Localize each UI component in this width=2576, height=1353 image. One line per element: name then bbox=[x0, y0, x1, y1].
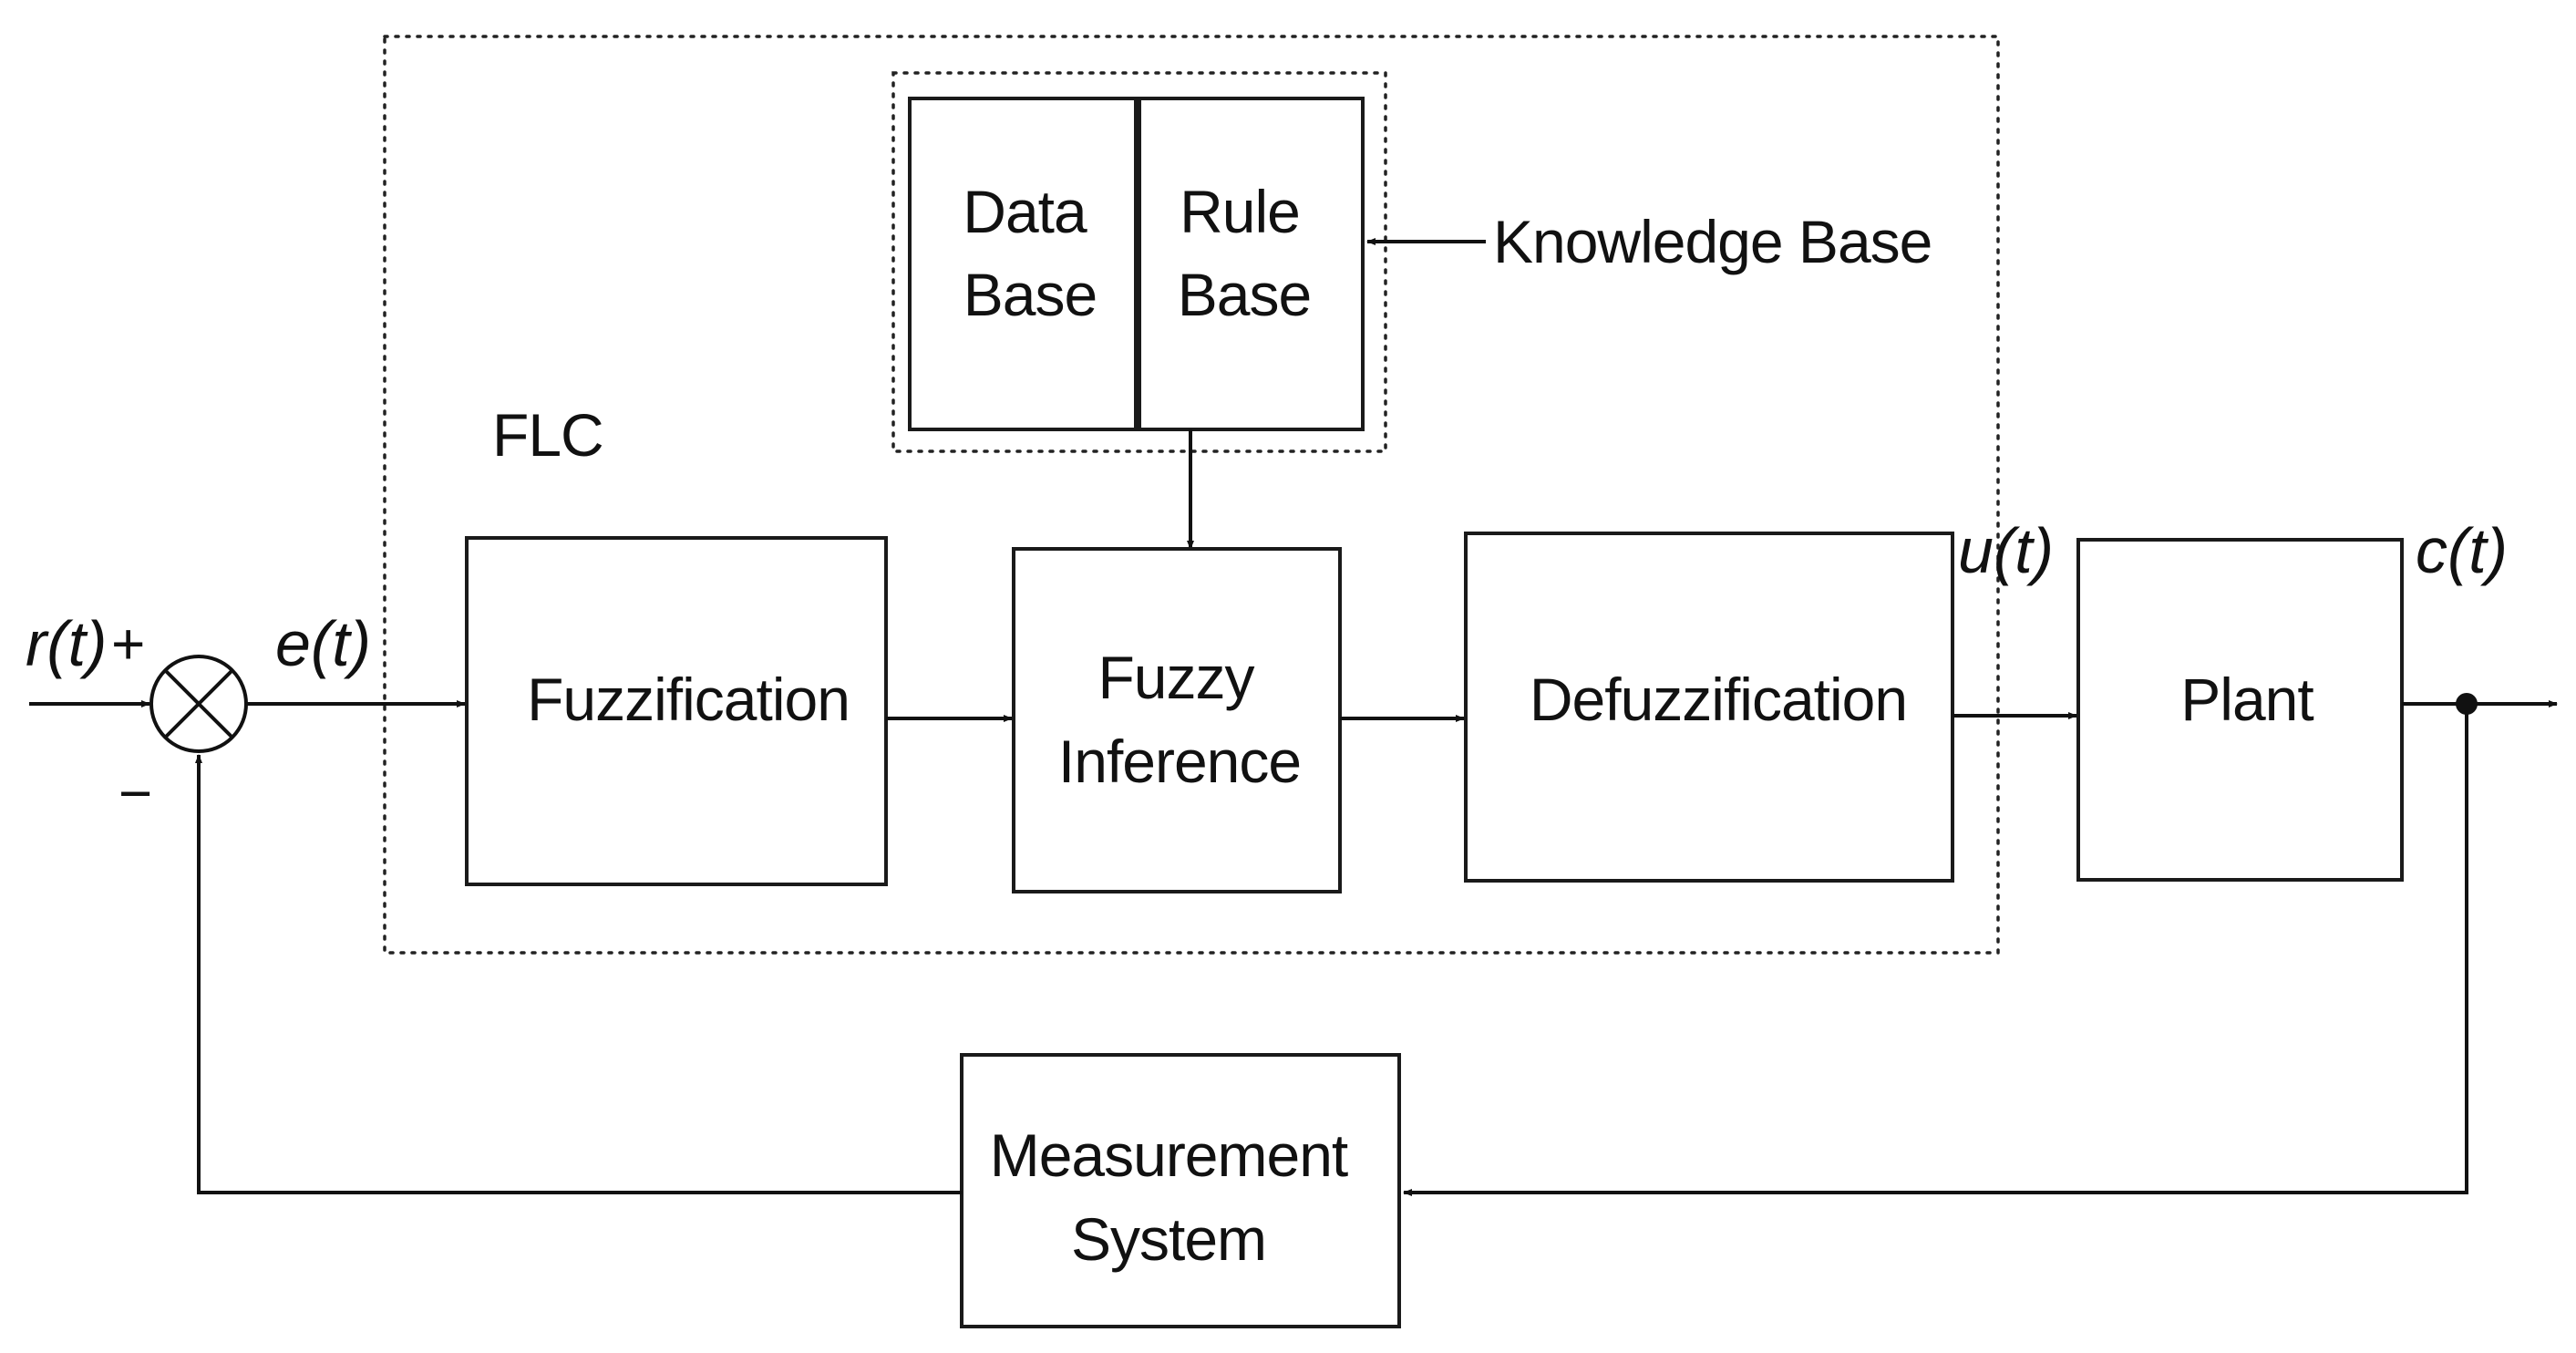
knowledge-base-boundary bbox=[891, 71, 1387, 453]
knowledge-base-label: Knowledge Base bbox=[1493, 208, 1932, 275]
rule-base-label-line1: Rule bbox=[1180, 178, 1300, 245]
control-signal-label: u(t) bbox=[1958, 515, 2054, 586]
data-base-label-line1: Data bbox=[963, 178, 1087, 245]
flc-boundary bbox=[383, 35, 2000, 955]
measurement-system-label-line1: Measurement bbox=[990, 1121, 1348, 1189]
fuzzy-inference-block: Fuzzy Inference bbox=[1012, 547, 1342, 893]
summing-plus-sign: + bbox=[111, 611, 145, 676]
fuzzification-block: Fuzzification bbox=[465, 536, 888, 886]
defuzzification-label: Defuzzification bbox=[1530, 666, 1907, 733]
plant-block: Plant bbox=[2076, 538, 2404, 882]
fuzzy-inference-label-line1: Fuzzy bbox=[1097, 644, 1254, 711]
error-signal-label: e(t) bbox=[275, 608, 371, 679]
flc-label: FLC bbox=[492, 401, 603, 469]
rule-base-block: Rule Base bbox=[1138, 97, 1365, 431]
reference-signal-label: r(t) bbox=[26, 608, 107, 679]
fuzzification-label: Fuzzification bbox=[527, 666, 850, 733]
rule-base-label-line2: Base bbox=[1178, 261, 1311, 328]
summing-minus-sign: − bbox=[118, 760, 152, 826]
summing-junction bbox=[149, 655, 248, 753]
plant-label: Plant bbox=[2180, 666, 2313, 733]
measurement-to-summing-wire bbox=[195, 754, 962, 1194]
feedback-to-measurement-wire bbox=[1403, 704, 2468, 1196]
defuzzification-block: Defuzzification bbox=[1464, 532, 1954, 883]
measurement-system-block: Measurement System bbox=[960, 1053, 1401, 1328]
fuzzy-inference-label-line2: Inference bbox=[1058, 728, 1301, 795]
output-signal-label: c(t) bbox=[2416, 515, 2508, 586]
measurement-system-label-line2: System bbox=[1071, 1205, 1266, 1273]
data-base-label-line2: Base bbox=[963, 261, 1097, 328]
data-base-block: Data Base bbox=[908, 97, 1138, 431]
